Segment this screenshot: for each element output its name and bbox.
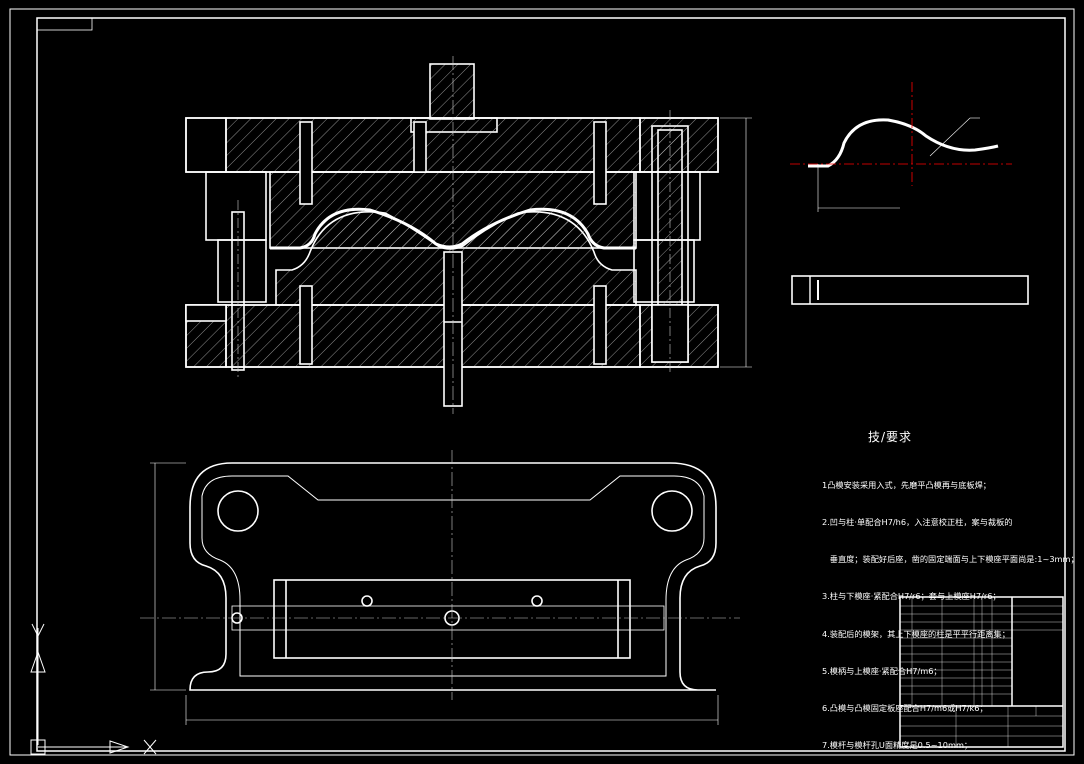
list-item: 6.凸模与凸模固定板座配合H7/m6或H7/k6； bbox=[822, 703, 988, 714]
front-section-view bbox=[185, 56, 752, 414]
mold-shank bbox=[429, 63, 475, 120]
bolt bbox=[299, 285, 313, 365]
part-side-view bbox=[791, 275, 1029, 305]
list-item: 5.模柄与上模座·紧配合H7/m6； bbox=[822, 665, 942, 676]
corner-box bbox=[36, 17, 93, 31]
list-item: 2.凹与柱·单配合H7/h6，入注意校正柱，案与裁板的 bbox=[822, 517, 1013, 528]
guide-hole-left bbox=[217, 490, 259, 532]
title-block bbox=[899, 596, 1064, 748]
bolt bbox=[593, 121, 607, 205]
list-item: 4.装配后的模架，其上下模座的柱是平平行距离集； bbox=[822, 628, 1010, 639]
top-plan-view bbox=[140, 450, 740, 725]
bolt bbox=[413, 121, 427, 173]
list-item: 7.模杆与模杆孔U面精度是0.5~10mm； bbox=[822, 740, 973, 751]
list-item: 1凸模安装采用入式，先磨平凸模再与底板焊； bbox=[822, 479, 991, 490]
guide-hole-right bbox=[651, 490, 693, 532]
list-item: 垂直度；装配好后座，凿的固定端面与上下模座平面尚是:1~3mm； bbox=[822, 554, 1079, 565]
lower-die-outline bbox=[189, 462, 717, 691]
outer-frame bbox=[9, 8, 1075, 756]
part-profile bbox=[790, 82, 1029, 305]
inner-frame bbox=[36, 17, 1066, 752]
bolt bbox=[299, 121, 313, 205]
bolt bbox=[593, 285, 607, 365]
tech-requirements-list: 1凸模安装采用入式，先磨平凸模再与底板焊； 2.凹与柱·单配合H7/h6，入注意… bbox=[822, 454, 1079, 764]
list-item: 3.柱与下模座·紧配合H7/r6；套与上模座H7/r6； bbox=[822, 591, 1001, 602]
tech-requirements-title: 技/要求 bbox=[868, 430, 913, 444]
ucs-icon bbox=[30, 623, 157, 755]
